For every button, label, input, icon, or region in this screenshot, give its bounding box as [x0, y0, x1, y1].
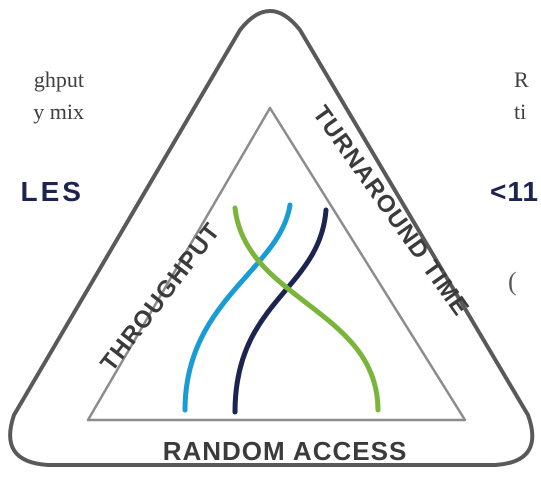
inner-triangle-outline	[86, 106, 467, 422]
left-partial-line-2: y mix	[33, 99, 84, 124]
right-partial-heading: <11	[490, 176, 539, 207]
strand-light-blue	[182, 202, 293, 413]
left-partial-text: ghput y mix	[33, 64, 84, 128]
strand-green	[232, 205, 381, 413]
random-access-label: RANDOM ACCESS	[163, 436, 408, 466]
strand-navy	[232, 207, 329, 415]
right-partial-line-1: R	[514, 67, 529, 92]
right-partial-line-2: ti	[514, 99, 527, 124]
outer-triangle-outline	[8, 9, 535, 467]
left-partial-heading: LES	[20, 176, 84, 207]
right-partial-paren: (	[508, 267, 517, 296]
left-partial-line-1: ghput	[33, 67, 84, 92]
right-partial-text: R ti	[514, 64, 529, 128]
